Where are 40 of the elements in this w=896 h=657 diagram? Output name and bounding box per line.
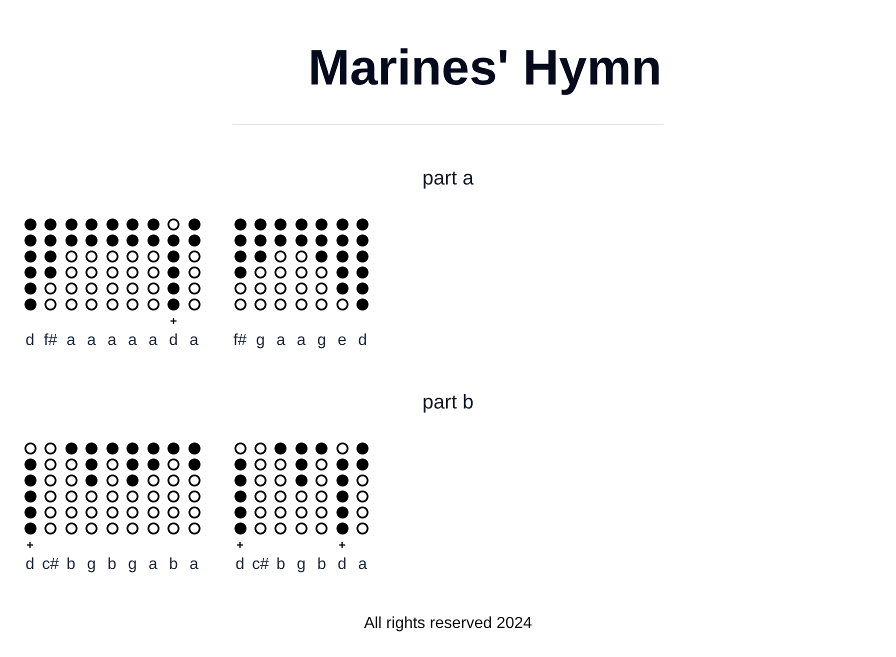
note-name: a — [358, 556, 367, 574]
note-name: b — [276, 556, 286, 574]
note-name: d — [169, 332, 178, 350]
note-name: c# — [252, 556, 269, 574]
note-name: d — [236, 556, 244, 574]
octave-mark: + — [170, 315, 177, 327]
note-name: b — [317, 556, 326, 574]
note-name: d — [26, 332, 34, 350]
note-name: a — [108, 332, 116, 350]
note-name: b — [169, 556, 178, 574]
note-name: f# — [233, 332, 247, 350]
note-name: g — [87, 556, 96, 574]
title: Marines' Hymn — [308, 39, 662, 97]
note-name: g — [296, 556, 306, 574]
note-name: d — [338, 556, 347, 574]
note-name: a — [87, 332, 96, 350]
octave-mark: + — [26, 539, 34, 551]
note-name: a — [148, 332, 158, 350]
note-name: a — [66, 332, 76, 350]
note-name: g — [317, 332, 326, 350]
note-name: a — [296, 332, 306, 350]
section-heading: part a — [422, 168, 474, 190]
copyright-notice: All rights reserved 2024 — [364, 614, 532, 634]
note-name: f# — [44, 332, 58, 350]
note-name: a — [190, 332, 198, 350]
note-name: g — [128, 556, 137, 574]
section-heading: part b — [422, 392, 474, 414]
note-name: a — [190, 556, 198, 574]
note-name: g — [256, 332, 265, 350]
note-name: c# — [42, 556, 59, 574]
note-name: a — [148, 556, 158, 574]
note-name: a — [128, 332, 137, 350]
note-name: a — [276, 332, 286, 350]
note-name: b — [66, 556, 76, 574]
octave-mark: + — [236, 539, 244, 551]
note-name: e — [338, 332, 347, 350]
note-name: b — [108, 556, 116, 574]
note-name: d — [358, 332, 367, 350]
octave-mark: + — [338, 539, 346, 551]
note-name: d — [26, 556, 34, 574]
